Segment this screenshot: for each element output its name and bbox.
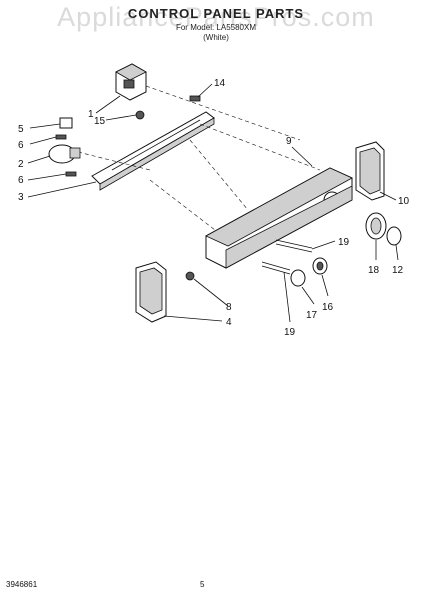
console-part-9: [205, 167, 353, 269]
spring-part-19a: [275, 239, 313, 253]
callout-3: 3: [18, 192, 24, 203]
callout-6a: 6: [18, 140, 24, 151]
nut-part-8: [185, 271, 195, 281]
spring-part-19b: [261, 261, 291, 275]
model-subtitle: For Model: LA5580XM: [175, 23, 257, 32]
callout-1: 1: [88, 109, 94, 120]
switch-part-2: [48, 144, 81, 164]
end-cap-part-10: [355, 141, 385, 201]
callout-4: 4: [226, 317, 232, 328]
clip-part-5: [59, 117, 73, 129]
knob-part-17: [290, 269, 306, 287]
callout-19b: 19: [284, 327, 296, 338]
callout-6b: 6: [18, 175, 24, 186]
knob-part-16: [312, 257, 328, 275]
page-number: 5: [200, 580, 205, 589]
callout-5: 5: [18, 124, 24, 135]
callout-17: 17: [306, 310, 318, 321]
callout-9: 9: [286, 136, 292, 147]
screw-part-6b: [65, 171, 77, 177]
callout-15: 15: [94, 116, 106, 127]
callout-12: 12: [392, 265, 404, 276]
nut-part-15: [135, 110, 145, 120]
bezel-part-18: [365, 212, 387, 240]
callout-10: 10: [398, 196, 410, 207]
callout-2: 2: [18, 159, 24, 170]
screw-part-14: [189, 95, 201, 102]
bracket-part-1: [115, 63, 147, 101]
document-number: 3946861: [6, 580, 38, 589]
page-title: CONTROL PANEL PARTS: [127, 6, 305, 21]
callout-14: 14: [214, 78, 226, 89]
color-subtitle: (White): [203, 33, 229, 42]
screw-part-6a: [55, 134, 67, 140]
watermark: AppliancePartsPros.com: [57, 2, 375, 32]
callout-19a: 19: [338, 237, 350, 248]
knob-part-12: [386, 226, 402, 246]
rear-bracket-part-3: [91, 111, 215, 191]
callout-8: 8: [226, 302, 232, 313]
end-cap-part-4: [135, 261, 167, 323]
callout-16: 16: [322, 302, 334, 313]
callout-18: 18: [368, 265, 380, 276]
